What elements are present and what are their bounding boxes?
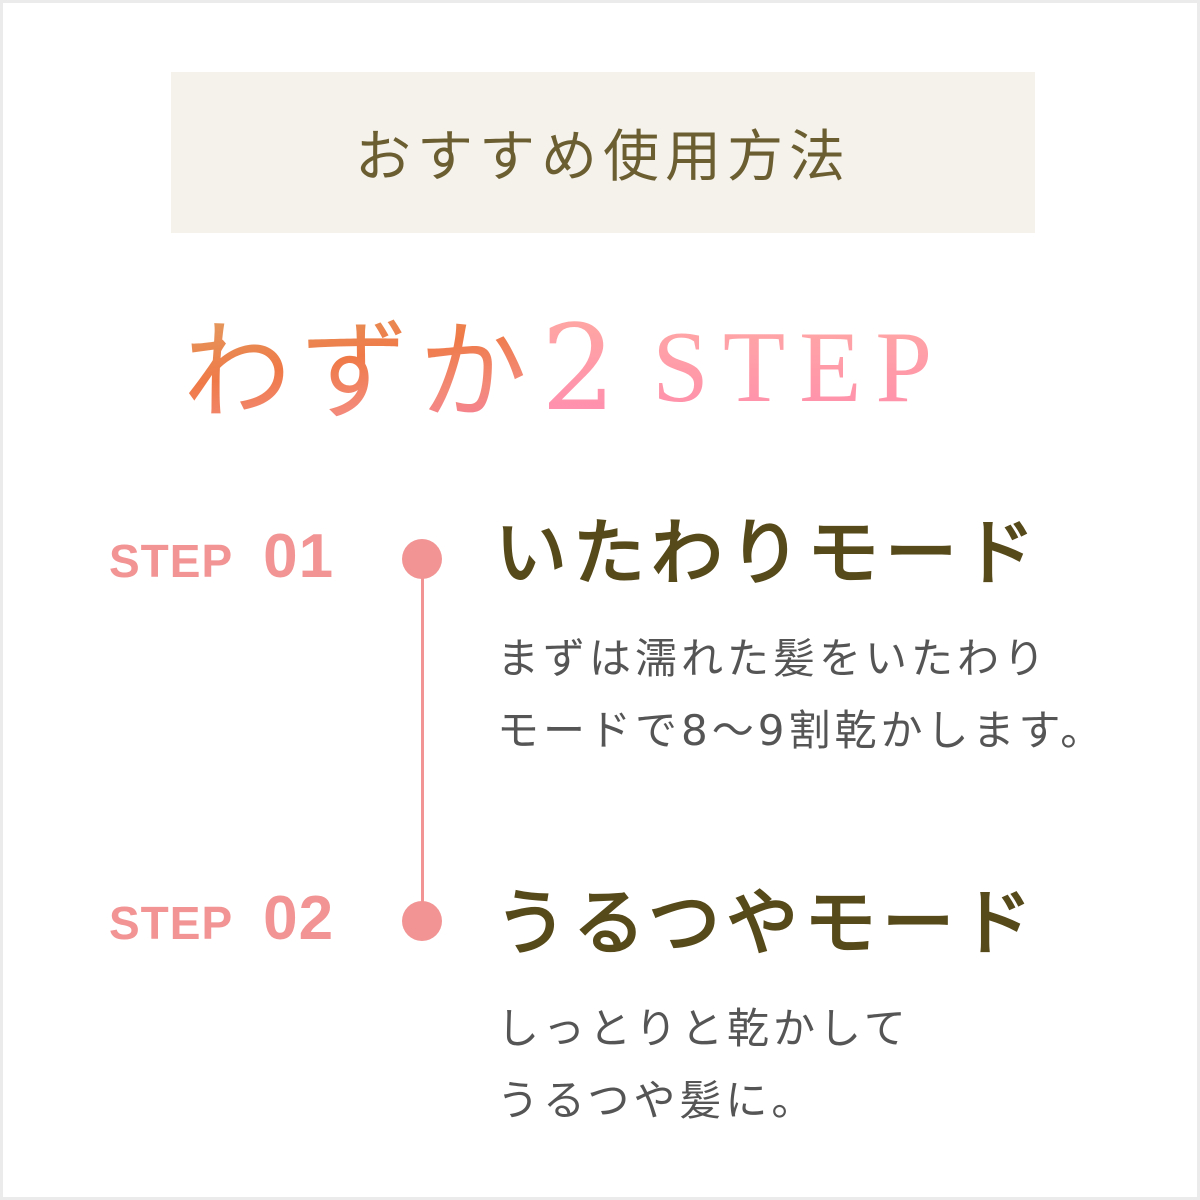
step-1-description: まずは濡れた髪をいたわり モードで8〜9割乾かします。 — [497, 623, 1106, 767]
hero-number: 2 — [541, 299, 617, 437]
step-number: 02 — [263, 884, 335, 953]
description-line: まずは濡れた髪をいたわり — [497, 634, 1050, 683]
step-2-label: STEP 02 — [109, 883, 334, 954]
step-1-title: いたわりモード — [495, 511, 1042, 595]
description-line: モードで8〜9割乾かします。 — [497, 706, 1107, 755]
timeline-connector-line — [421, 573, 424, 908]
section-header-banner: おすすめ使用方法 — [171, 72, 1035, 233]
hero-prefix: わずか — [183, 310, 538, 435]
step-number: 01 — [263, 522, 335, 591]
description-line: うるつや髪に。 — [497, 1076, 818, 1125]
description-line: しっとりと乾かして — [497, 1004, 910, 1053]
section-title: おすすめ使用方法 — [355, 125, 851, 190]
hero-suffix: STEP — [652, 311, 947, 424]
step-word: STEP — [109, 897, 234, 949]
hero-headline: わずか 2 STEP — [183, 295, 1033, 435]
timeline-dot-icon — [402, 901, 442, 941]
step-2-description: しっとりと乾かして うるつや髪に。 — [497, 993, 910, 1137]
step-2-title: うるつやモード — [495, 881, 1039, 965]
step-1-label: STEP 01 — [109, 521, 334, 592]
step-word: STEP — [109, 535, 234, 587]
timeline-dot-icon — [402, 539, 442, 579]
